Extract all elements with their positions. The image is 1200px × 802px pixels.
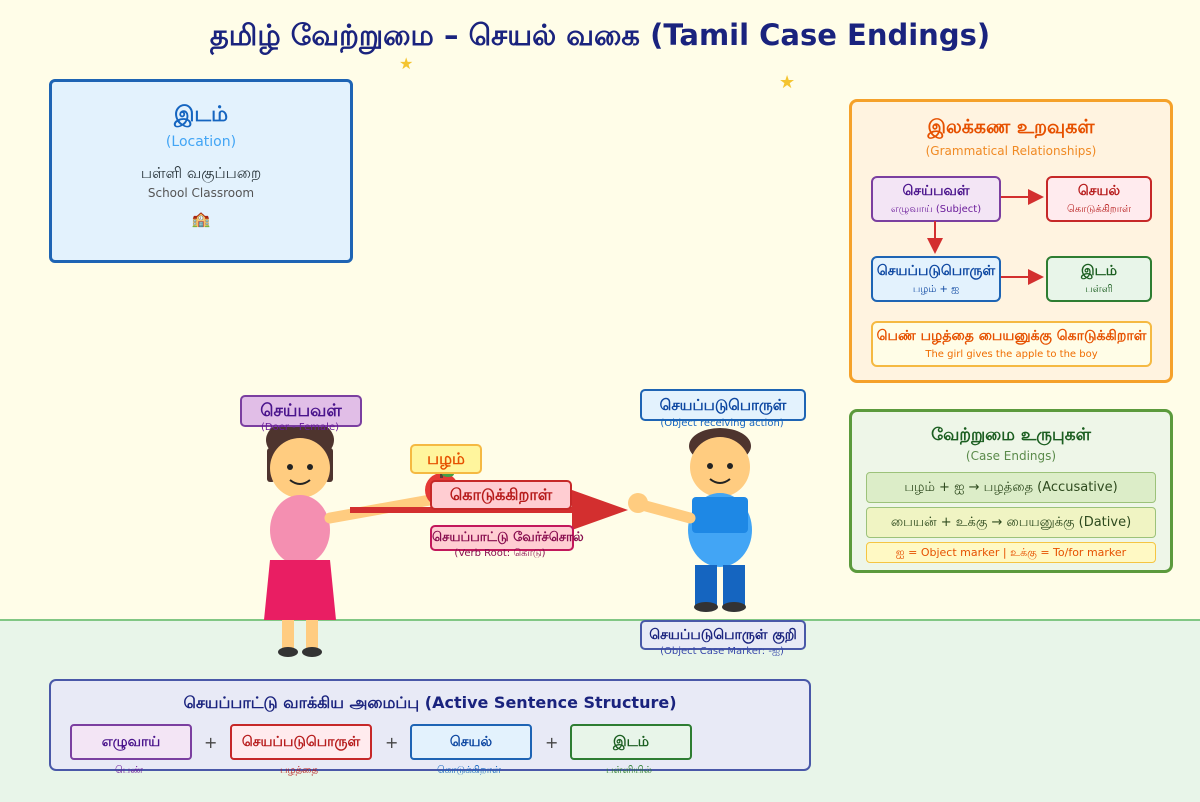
verb-root-sub: (Verb Root: கொடு) <box>454 548 546 559</box>
verb-root-label: செயப்பாட்டு வேர்ச்சொல் <box>430 525 584 551</box>
verb-label: கொடுக்கிறாள் <box>430 480 572 510</box>
relation-sentence: பெண் பழத்தை பையனுக்கு கொடுக்கிறாள் <box>876 328 1147 344</box>
relationships-panel: இலக்கண உறவுகள் (Grammatical Relationship… <box>849 99 1173 383</box>
doer-sub: (Doer - Female) <box>260 422 339 433</box>
object-marker-sub: (Object Case Marker: -ஐ) <box>660 646 784 657</box>
relationships-subtitle: (Grammatical Relationships) <box>925 144 1097 158</box>
location-panel: இடம் (Location) பள்ளி வகுப்பறை School Cl… <box>49 79 353 263</box>
relation-subject-sub: எழுவாய் (Subject) <box>890 204 982 215</box>
sentence-structure-panel: செயப்பாட்டு வாக்கிய அமைப்பு (Active Sent… <box>49 679 811 776</box>
relation-subject-label: செய்பவள் <box>902 183 970 199</box>
structure-subject-sub: பெண் <box>115 765 143 776</box>
fruit-label: பழம் <box>410 444 482 474</box>
case-dative: பையன் + உக்கு → பையனுக்கு (Dative) <box>866 507 1156 538</box>
structure-place: இடம் <box>570 724 692 760</box>
structure-action-sub: கொடுக்கிறாள் <box>437 765 501 776</box>
location-title: இடம் <box>173 102 229 126</box>
structure-action: செயல் <box>410 724 532 760</box>
case-accusative: பழம் + ஐ → பழத்தை (Accusative) <box>866 472 1156 503</box>
relation-action-node: செயல் கொடுக்கிறாள் <box>1046 176 1152 222</box>
relation-object-label: செயப்படுபொருள் <box>876 263 996 279</box>
boy-figure <box>628 428 752 612</box>
relation-sentence-node: பெண் பழத்தை பையனுக்கு கொடுக்கிறாள் The g… <box>871 321 1152 367</box>
object-sub: (Object receiving action) <box>660 418 784 429</box>
structure-subject: எழுவாய் <box>70 724 192 760</box>
plus-sign: + <box>545 733 559 752</box>
page-title: தமிழ் வேற்றுமை – செயல் வகை (Tamil Case E… <box>209 18 991 52</box>
location-subtitle: (Location) <box>165 134 237 150</box>
relation-object-node: செயப்படுபொருள் பழம் + ஐ <box>871 256 1001 302</box>
girl-figure <box>264 418 436 657</box>
case-endings-panel: வேற்றுமை உருபுகள் (Case Endings) பழம் + … <box>849 409 1173 573</box>
relation-place-sub: பள்ளி <box>1085 284 1113 295</box>
school-icon: 🏫 <box>191 210 211 228</box>
object-marker-label: செயப்படுபொருள் குறி <box>640 620 806 650</box>
plus-sign: + <box>204 733 218 752</box>
location-place: பள்ளி வகுப்பறை <box>140 164 262 182</box>
case-title: வேற்றுமை உருபுகள் <box>931 425 1091 445</box>
relation-place-label: இடம் <box>1080 263 1118 279</box>
action-arrow <box>350 490 628 530</box>
object-label: செயப்படுபொருள் <box>640 389 806 421</box>
relation-place-node: இடம் பள்ளி <box>1046 256 1152 302</box>
relationships-title: இலக்கண உறவுகள் <box>927 116 1095 138</box>
relation-action-sub: கொடுக்கிறாள் <box>1067 204 1131 215</box>
relation-action-label: செயல் <box>1077 183 1121 199</box>
plus-sign: + <box>385 733 399 752</box>
star-icon: ★ <box>779 72 796 93</box>
structure-place-sub: பள்ளியில் <box>605 765 653 776</box>
structure-object: செயப்படுபொருள் <box>230 724 372 760</box>
relation-object-sub: பழம் + ஐ <box>912 284 960 295</box>
location-place-en: School Classroom <box>147 186 255 200</box>
relation-sentence-en: The girl gives the apple to the boy <box>925 349 1098 360</box>
structure-object-sub: பழத்தை <box>280 765 318 776</box>
star-icon: ★ <box>399 54 414 73</box>
relationship-arrows <box>927 189 1044 285</box>
doer-label: செய்பவள் <box>240 395 362 427</box>
case-subtitle: (Case Endings) <box>965 449 1057 463</box>
structure-title: செயப்பாட்டு வாக்கிய அமைப்பு (Active Sent… <box>183 693 677 712</box>
case-note: ஐ = Object marker | உக்கு = To/for marke… <box>866 542 1156 563</box>
